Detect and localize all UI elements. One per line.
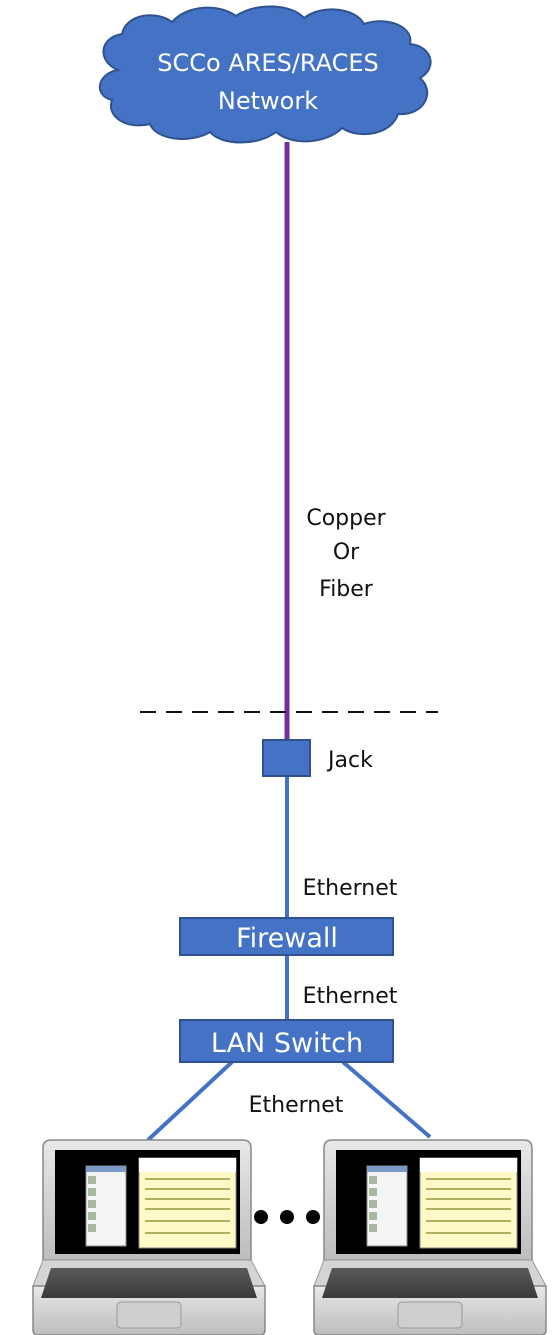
firewall-label: Firewall — [236, 923, 338, 954]
ethernet-label-1: Ethernet — [303, 876, 398, 901]
lan-switch-label: LAN Switch — [211, 1028, 363, 1059]
link-label-line3: Fiber — [319, 577, 374, 602]
lan-switch-box — [179, 1019, 394, 1063]
network-cloud: SCCo ARES/RACES Network — [99, 5, 432, 144]
cloud-label-line1: SCCo ARES/RACES — [157, 49, 379, 77]
more-devices-ellipsis — [254, 1210, 320, 1224]
link-label-line2: Or — [333, 540, 360, 565]
ethernet-switch-laptop-left — [146, 1060, 234, 1142]
laptop-icon — [313, 1139, 547, 1335]
cloud-shape — [99, 5, 432, 144]
ethernet-label-3: Ethernet — [249, 1093, 344, 1118]
jack-box — [262, 739, 311, 777]
jack-label: Jack — [326, 748, 373, 773]
link-label-line1: Copper — [306, 506, 386, 531]
ethernet-label-2: Ethernet — [303, 984, 398, 1009]
laptop-icon — [32, 1139, 266, 1335]
cloud-label-line2: Network — [218, 87, 318, 115]
ethernet-switch-laptop-right — [341, 1060, 432, 1139]
firewall-box — [179, 917, 394, 956]
